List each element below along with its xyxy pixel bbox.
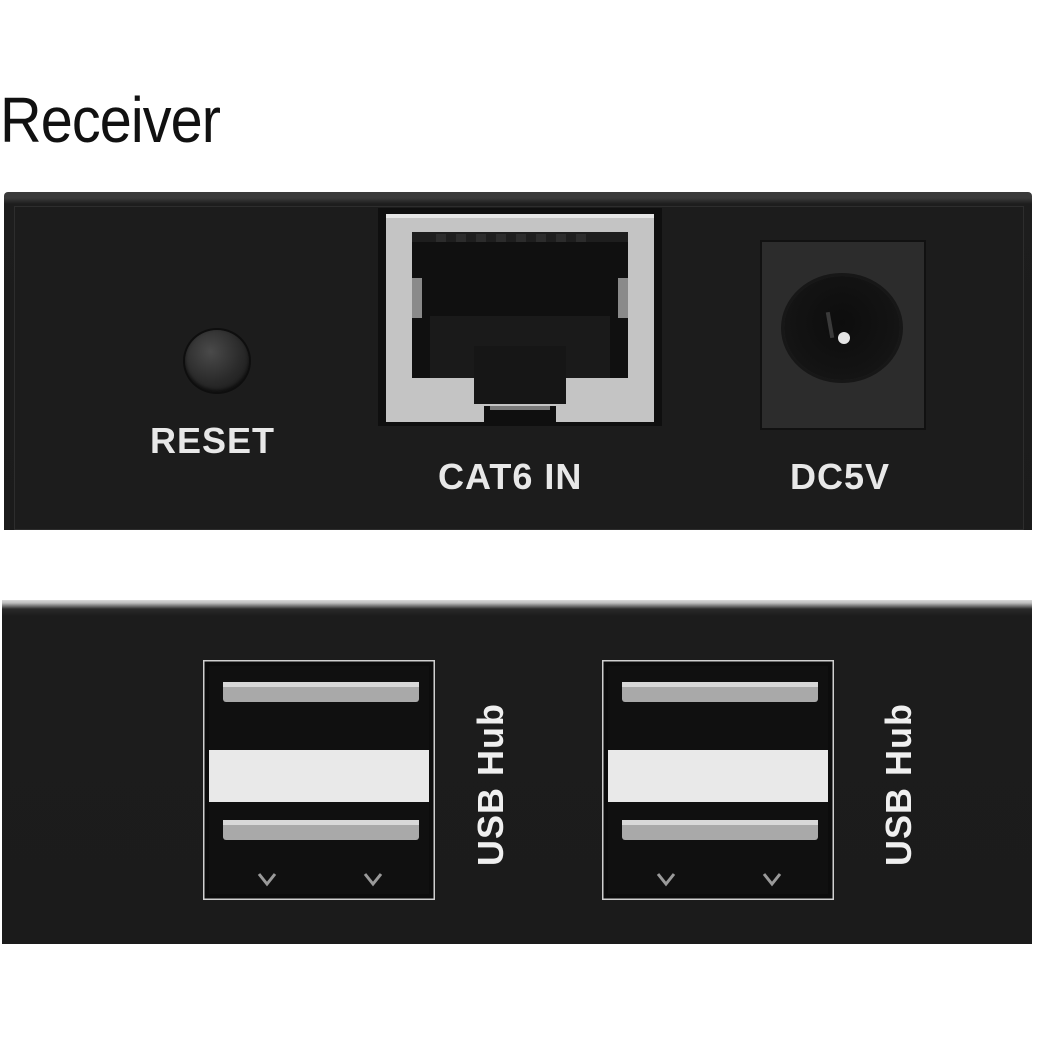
dc-jack-slot <box>825 311 835 339</box>
cat6-ethernet-port[interactable] <box>378 208 662 426</box>
usb-port-left[interactable] <box>203 660 435 900</box>
reset-button[interactable] <box>185 330 249 392</box>
usb-hub-label-right: USB Hub <box>878 703 919 866</box>
dc5v-label: DC5V <box>790 456 891 497</box>
usb-hub-label-left: USB Hub <box>470 703 511 866</box>
reset-label: RESET <box>150 420 276 461</box>
page-title: Receiver <box>0 84 221 156</box>
dc-jack-hole <box>784 276 900 380</box>
dc-jack-pin <box>838 332 850 344</box>
usb-port-right[interactable] <box>602 660 834 900</box>
receiver-usb-panel <box>2 600 1032 944</box>
cat6-in-label: CAT6 IN <box>438 456 583 497</box>
dc-power-jack[interactable] <box>760 240 926 430</box>
